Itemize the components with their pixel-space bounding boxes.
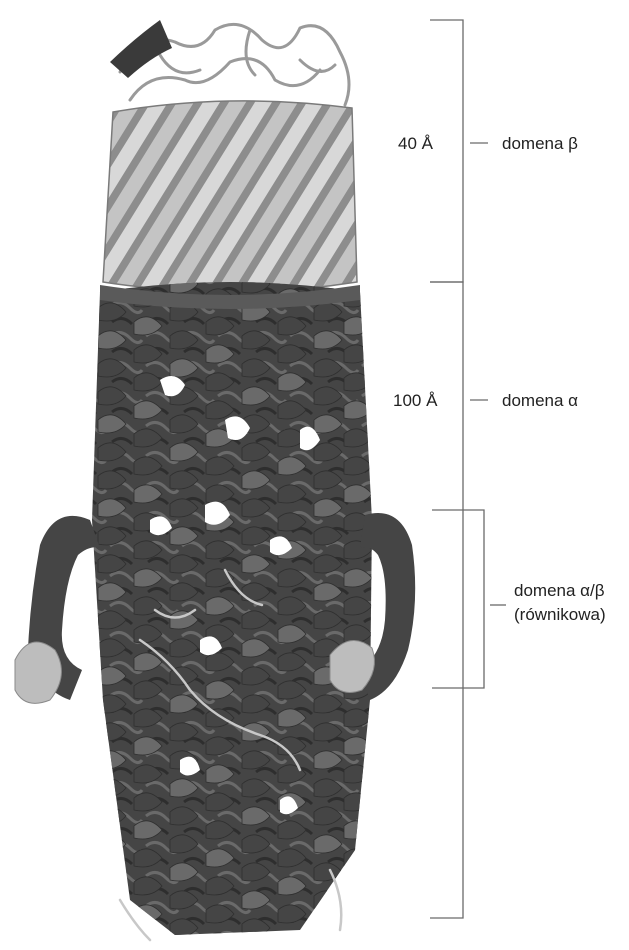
alpha-size-label: 100 Å xyxy=(393,391,438,410)
alpha-helix-bundle xyxy=(15,270,415,950)
helix-turn xyxy=(344,793,372,811)
bracket-ab-domain xyxy=(432,510,484,688)
helix-turn xyxy=(344,849,372,867)
helix-turn xyxy=(344,821,372,839)
beta-size-label: 40 Å xyxy=(398,134,434,153)
helix-turn xyxy=(344,401,372,419)
beta-strand xyxy=(0,90,98,300)
helix-turn xyxy=(344,877,372,895)
bracket-100A xyxy=(430,282,463,918)
helix-turn xyxy=(344,373,372,391)
helix-turn xyxy=(206,933,234,950)
helix-turn xyxy=(134,933,162,950)
beta-strand xyxy=(340,90,488,300)
beta-barrel xyxy=(0,20,566,305)
alpha-domain-label: domena α xyxy=(502,391,578,410)
helix-turn xyxy=(344,905,372,923)
helix-turn xyxy=(278,933,306,950)
beta-strand xyxy=(366,90,514,300)
bracket-40A xyxy=(430,20,463,282)
top-dark-strand xyxy=(110,20,172,78)
helix-turn xyxy=(344,345,372,363)
helix-turn xyxy=(344,933,372,950)
helix-turn xyxy=(98,919,126,937)
beta-strand xyxy=(392,90,540,300)
beta-strand xyxy=(418,90,566,300)
helix-turn xyxy=(98,863,126,881)
helix-turn xyxy=(314,919,342,937)
helix-turn xyxy=(344,765,372,783)
ab-domain-sublabel: (równikowa) xyxy=(514,605,606,624)
helix-turn xyxy=(98,891,126,909)
helix-turn xyxy=(344,317,372,335)
beta-domain-label: domena β xyxy=(502,134,578,153)
beta-strand xyxy=(0,90,72,300)
barrel-strands xyxy=(0,90,566,300)
dimension-brackets xyxy=(430,20,506,918)
helix-turn xyxy=(344,737,372,755)
ab-domain-label: domena α/β xyxy=(514,581,605,600)
left-arm xyxy=(15,516,100,703)
